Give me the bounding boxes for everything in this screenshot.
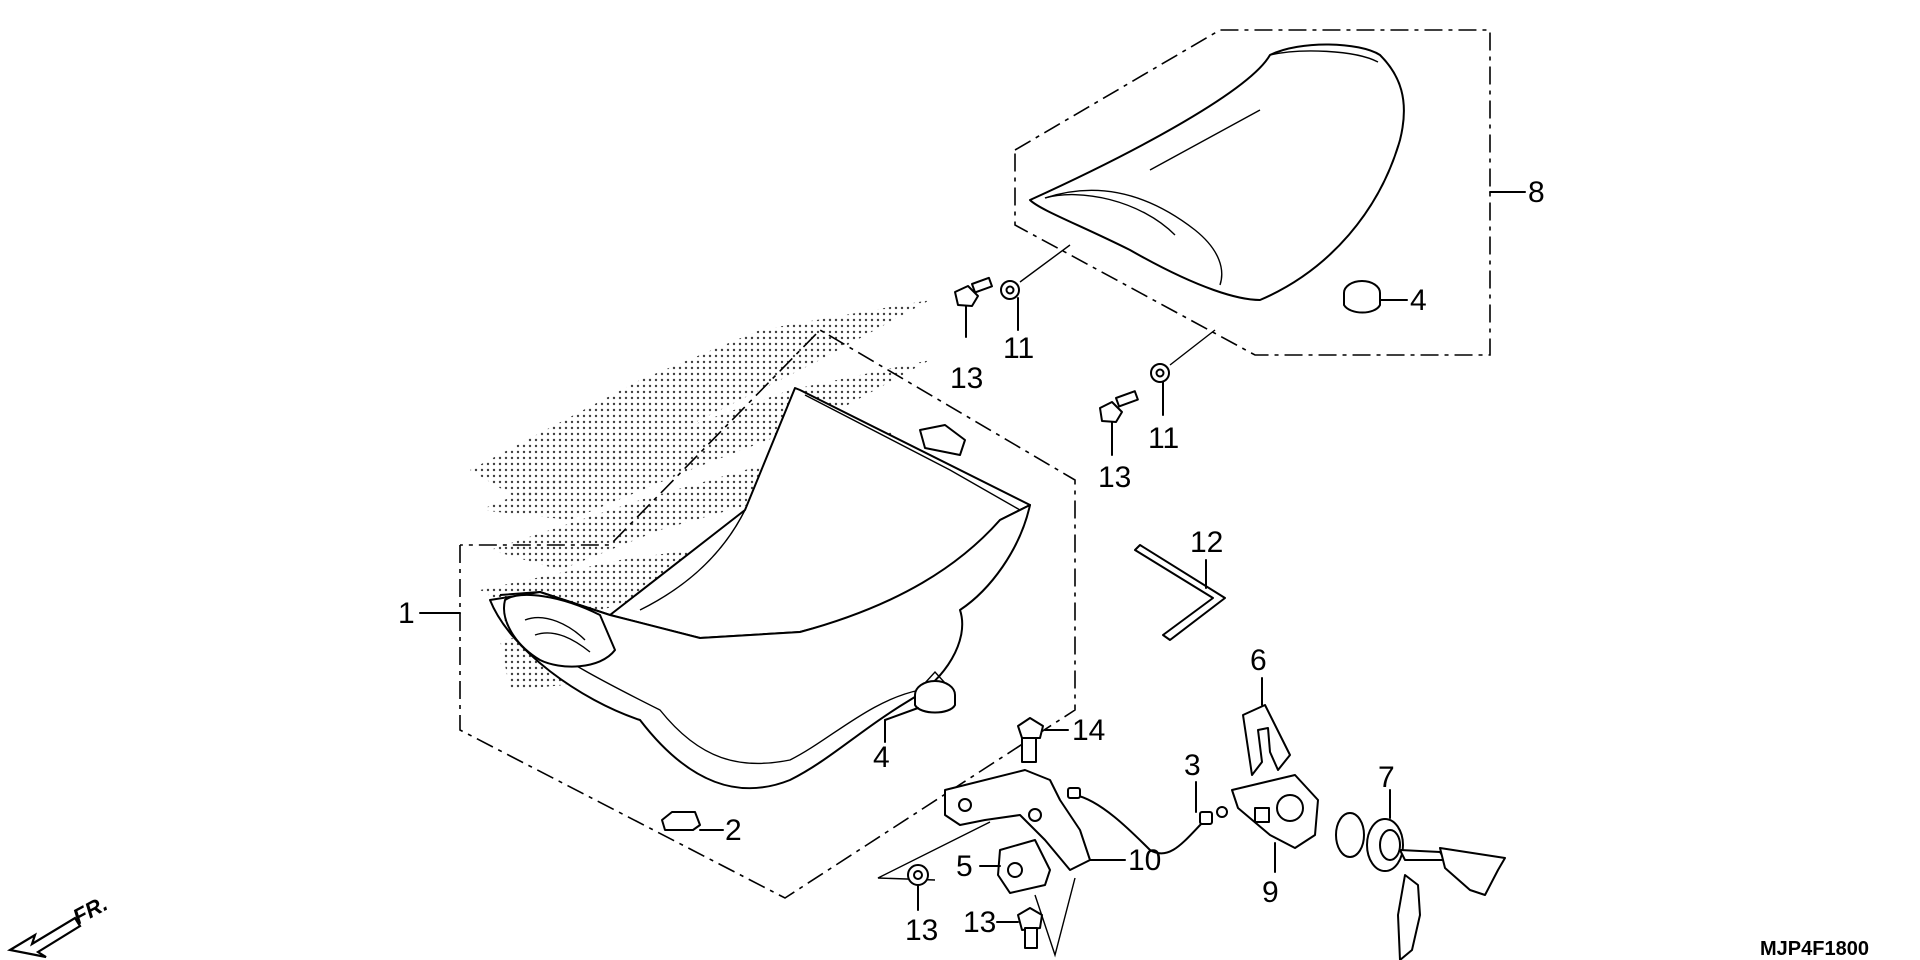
- rubber-cushion-seat[interactable]: 4: [873, 670, 956, 774]
- callout-6: 6: [1250, 644, 1267, 677]
- seat-group-outline: [459, 328, 1076, 899]
- callout-4-seat: 4: [873, 741, 890, 774]
- seat[interactable]: [489, 387, 1031, 790]
- seat-group: 1: [398, 328, 1076, 899]
- callout-13-cowl-upper: 13: [950, 362, 983, 395]
- rubber-cushion-cowl[interactable]: 4: [1343, 280, 1427, 317]
- hex-wrench[interactable]: 12: [1134, 526, 1226, 641]
- bolt-latch[interactable]: 13: [963, 877, 1076, 958]
- callout-7: 7: [1378, 761, 1395, 794]
- washer-lower[interactable]: 11: [1148, 329, 1216, 455]
- nut-latch[interactable]: 13: [877, 821, 991, 947]
- bolt-cowl-lower[interactable]: 13: [1098, 390, 1139, 494]
- callout-5: 5: [956, 850, 973, 883]
- callout-12: 12: [1190, 526, 1223, 559]
- callout-11-lower: 11: [1148, 422, 1179, 455]
- callout-2: 2: [725, 814, 742, 847]
- callout-11-upper: 11: [1003, 332, 1034, 365]
- washer-upper[interactable]: 11: [1000, 244, 1071, 365]
- seat-cowl-outline: [1014, 29, 1491, 356]
- callout-13-bolt: 13: [963, 906, 996, 939]
- bolt-cowl-upper[interactable]: 13: [950, 276, 993, 395]
- seat-rubber[interactable]: 2: [661, 811, 742, 847]
- callout-14: 14: [1072, 714, 1105, 747]
- callout-4-cowl: 4: [1410, 284, 1427, 317]
- callout-9: 9: [1262, 876, 1279, 909]
- lock-bracket[interactable]: 9: [1231, 774, 1319, 909]
- callout-13-cowl-lower: 13: [1098, 461, 1131, 494]
- latch-lock[interactable]: 5: [956, 839, 1051, 894]
- callout-3: 3: [1184, 749, 1201, 782]
- bolt-bracket[interactable]: 14: [1017, 714, 1105, 763]
- callout-10: 10: [1128, 844, 1161, 877]
- callout-8: 8: [1528, 176, 1545, 209]
- key-cylinder[interactable]: 7: [1335, 761, 1506, 960]
- seat-cowl-group: 8: [1014, 29, 1545, 356]
- callout-1: 1: [398, 597, 415, 630]
- drawing-code: MJP4F1800: [1760, 938, 1869, 960]
- seat-cowl[interactable]: [1029, 43, 1405, 301]
- latch-bracket[interactable]: 10: [944, 769, 1161, 877]
- spring-clip[interactable]: 6: [1242, 644, 1291, 776]
- front-arrow-icon: FR.: [6, 891, 112, 959]
- callout-13-nut: 13: [905, 914, 938, 947]
- seat-cable[interactable]: 3: [1067, 749, 1228, 855]
